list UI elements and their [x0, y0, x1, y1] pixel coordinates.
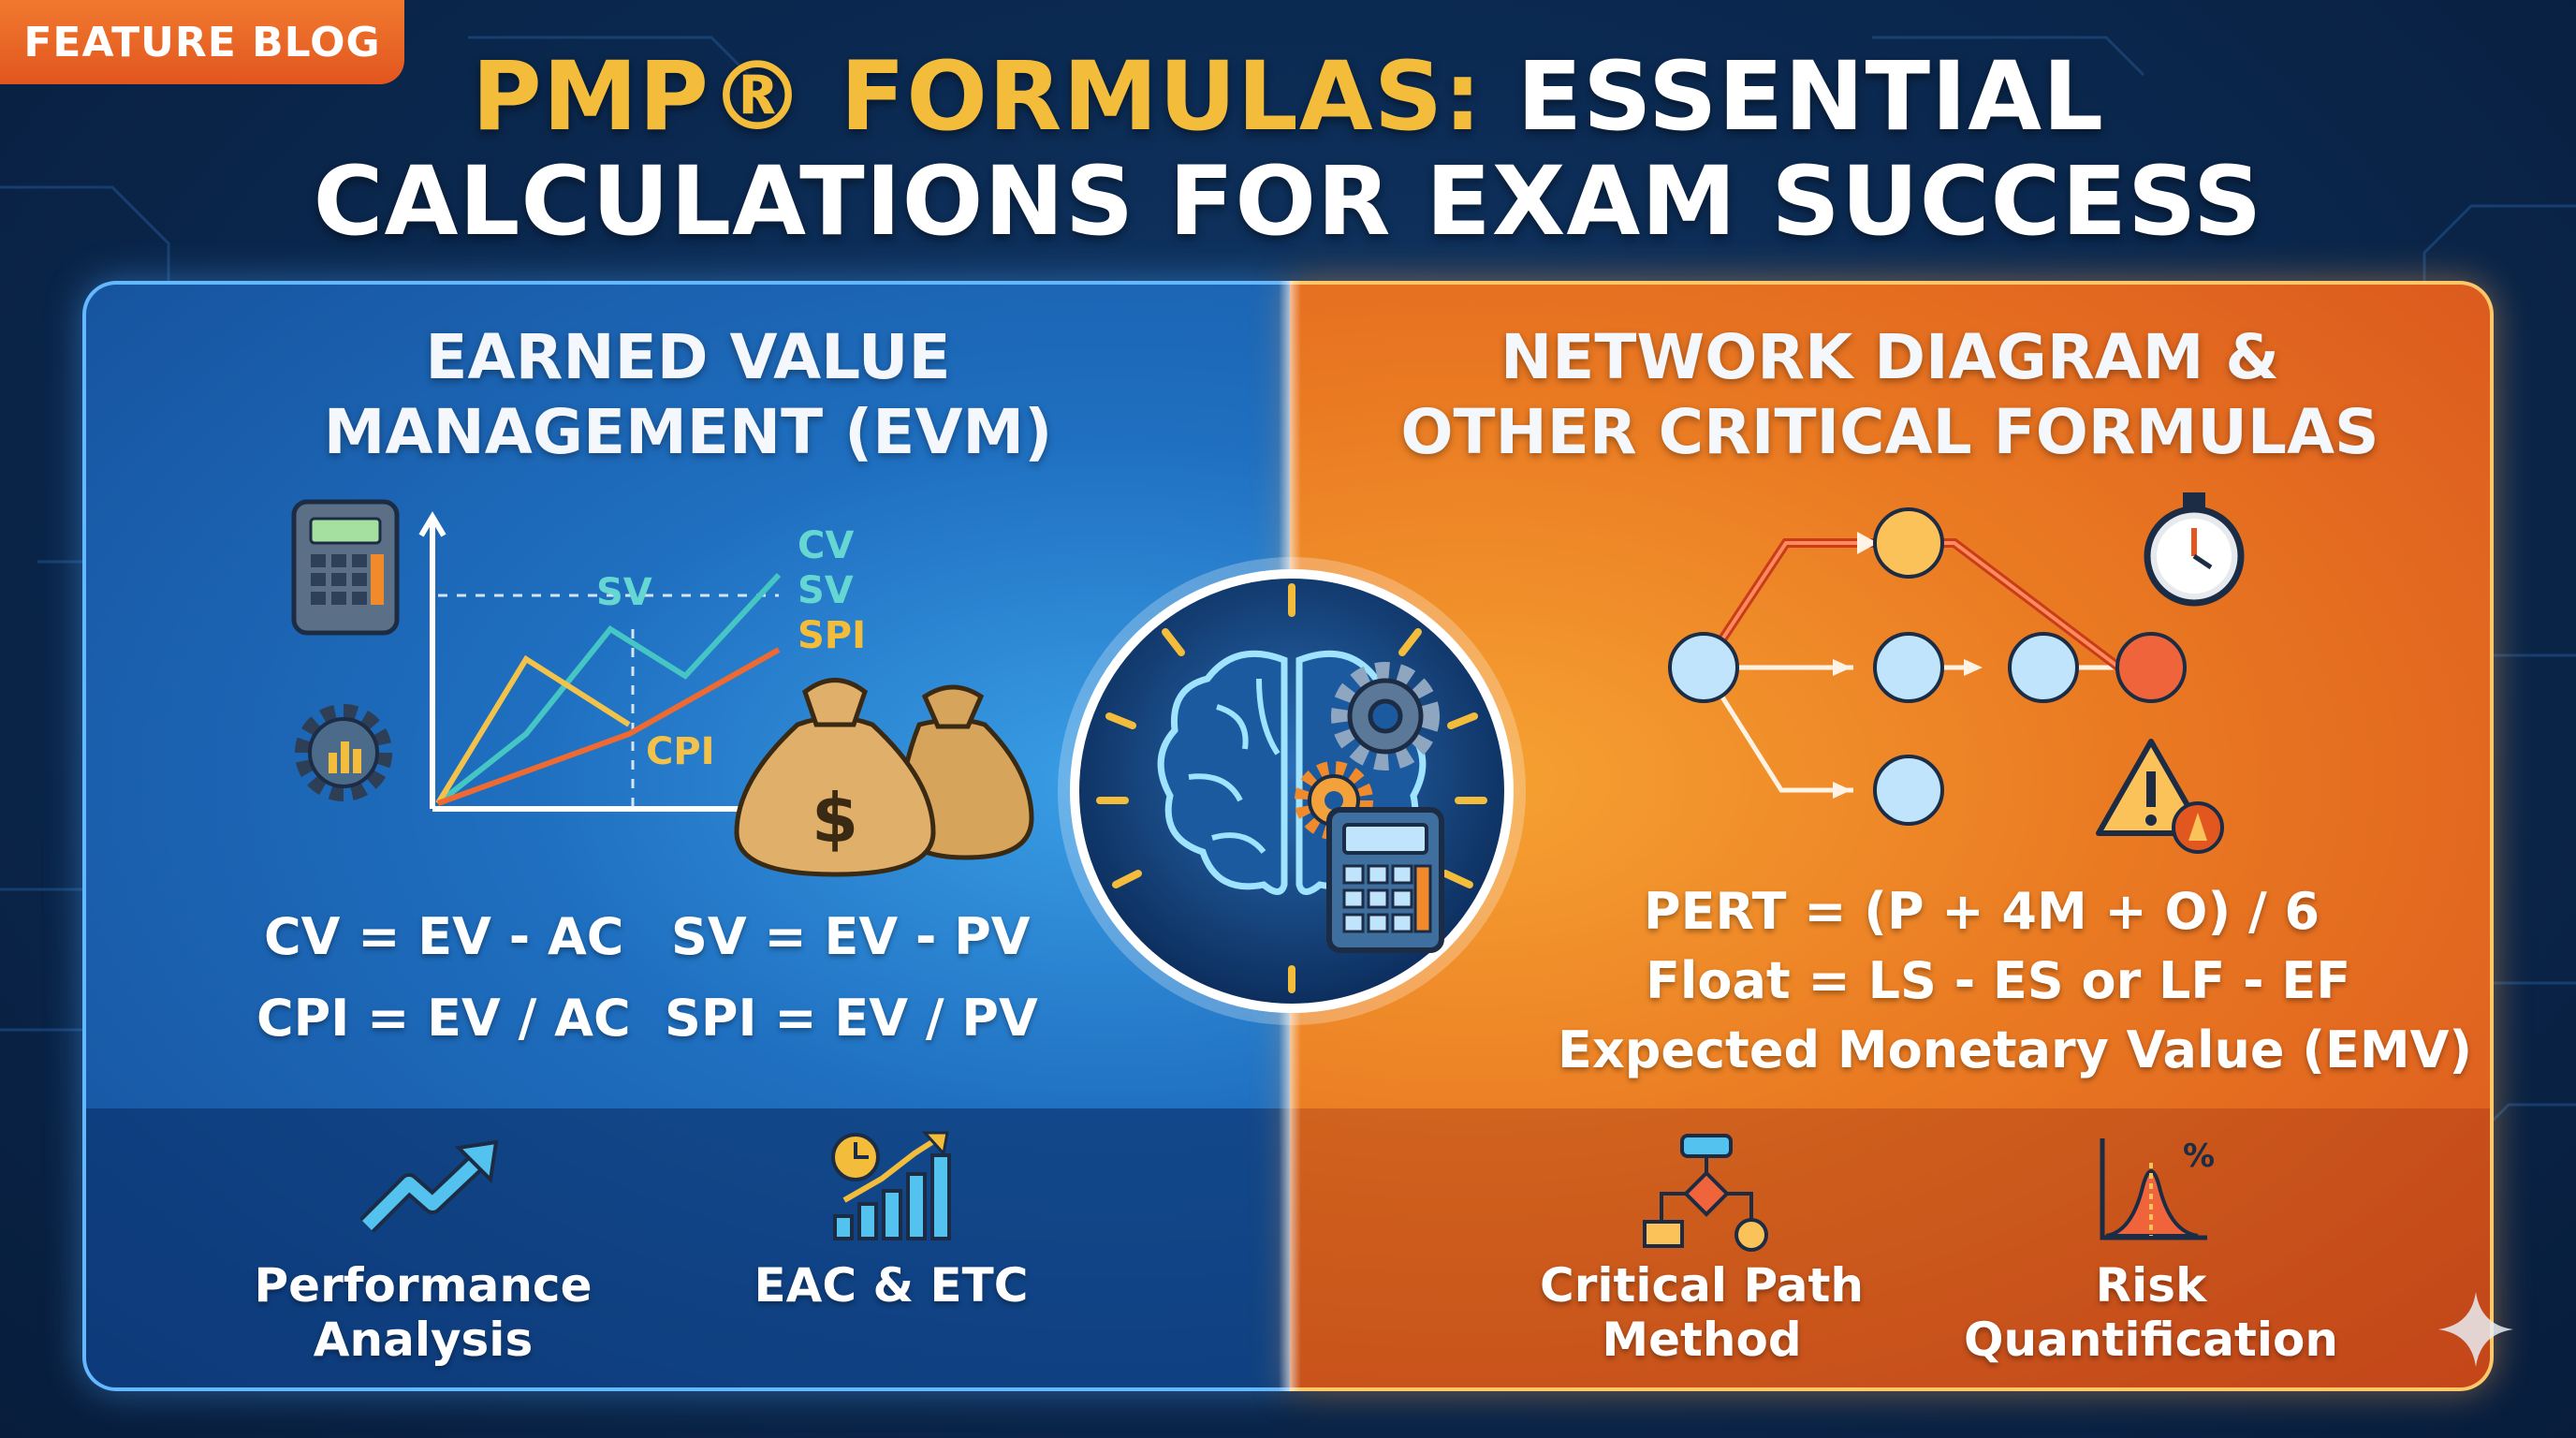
node-lower [1873, 755, 1944, 826]
performance-analysis-label: Performance Analysis [227, 1258, 620, 1367]
critical-path-label: Critical Path Method [1505, 1258, 1898, 1367]
spi-line [436, 647, 781, 806]
network-heading-line1: NETWORK DIAGRAM & [1500, 321, 2279, 393]
title-line2: CALCULATIONS FOR EXAM SUCCESS [313, 146, 2263, 257]
title-white-part: ESSENTIAL [1482, 41, 2105, 153]
evm-heading-line2: MANAGEMENT (EVM) [323, 396, 1053, 468]
feature-blog-badge: FEATURE BLOG [0, 0, 404, 84]
bar-growth-icon [831, 1131, 951, 1240]
spi-formula: SPI = EV / PV [665, 989, 1038, 1048]
spi-label: SPI [798, 614, 866, 657]
pert-formula: PERT = (P + 4M + O) / 6 [1644, 882, 2320, 941]
gear-chart-icon [295, 704, 392, 801]
cv-formula: CV = EV - AC [264, 907, 624, 966]
risk-quantification-line1: Risk [2095, 1258, 2207, 1313]
dollar-sign: $ [812, 779, 858, 858]
sv-formula: SV = EV - PV [671, 907, 1031, 966]
node-mid1 [1873, 632, 1944, 703]
evm-feature-strip: Performance Analysis EAC & ETC [86, 1108, 1290, 1387]
sv-label-mid: SV [798, 569, 854, 612]
money-bags-icon: $ [734, 678, 1034, 877]
risk-quantification-line2: Quantification [1964, 1313, 2338, 1367]
risk-quantification-label: Risk Quantification [1945, 1258, 2357, 1367]
eac-etc-line1: EAC & ETC [754, 1258, 1029, 1313]
evm-illustration: CV SV SV SPI CPI $ [291, 499, 1034, 877]
node-start [1668, 632, 1739, 703]
page-title: PMP® FORMULAS: ESSENTIAL CALCULATIONS FO… [0, 45, 2576, 255]
cv-line [436, 572, 782, 806]
trend-arrow-icon [359, 1139, 499, 1233]
cv-label: CV [798, 524, 854, 567]
network-panel: NETWORK DIAGRAM & OTHER CRITICAL FORMULA… [1290, 281, 2494, 1391]
brain-gear-calculator-icon [1058, 557, 1526, 1025]
network-heading-line2: OTHER CRITICAL FORMULAS [1400, 396, 2379, 468]
percent-glyph: % [2183, 1137, 2215, 1175]
emv-formula: Expected Monetary Value (EMV) [1558, 1020, 2473, 1079]
sv-label-top: SV [596, 571, 652, 614]
stopwatch-icon [2144, 492, 2245, 607]
critical-path-line2: Method [1602, 1313, 1802, 1367]
yellow-line [435, 654, 631, 805]
bell-curve-icon: % [2100, 1137, 2215, 1240]
evm-chart-axes [418, 511, 760, 812]
evm-heading: EARNED VALUE MANAGEMENT (EVM) [86, 320, 1290, 470]
eac-etc-label: EAC & ETC [732, 1258, 1050, 1313]
node-critical [1873, 507, 1944, 579]
evm-heading-line1: EARNED VALUE [425, 321, 951, 393]
performance-analysis-line1: Performance [254, 1258, 593, 1313]
network-diagram-illustration [1668, 492, 2245, 854]
flowchart-icon [1643, 1134, 1768, 1252]
calculator-icon [291, 499, 400, 636]
critical-path-line1: Critical Path [1540, 1258, 1864, 1313]
sparkle-icon [2438, 1292, 2513, 1367]
network-feature-strip: Critical Path Method % Risk Quantificati… [1290, 1108, 2490, 1387]
cpi-label: CPI [646, 730, 715, 773]
float-formula: Float = LS - ES or LF - EF [1646, 951, 2351, 1010]
performance-analysis-line2: Analysis [313, 1313, 534, 1367]
title-gold-part: PMP® FORMULAS: [471, 41, 1483, 153]
node-end [2115, 632, 2187, 703]
node-mid2 [2008, 632, 2079, 703]
warning-icon [2096, 739, 2224, 854]
network-heading: NETWORK DIAGRAM & OTHER CRITICAL FORMULA… [1290, 320, 2490, 470]
cpi-formula: CPI = EV / AC [256, 989, 631, 1048]
